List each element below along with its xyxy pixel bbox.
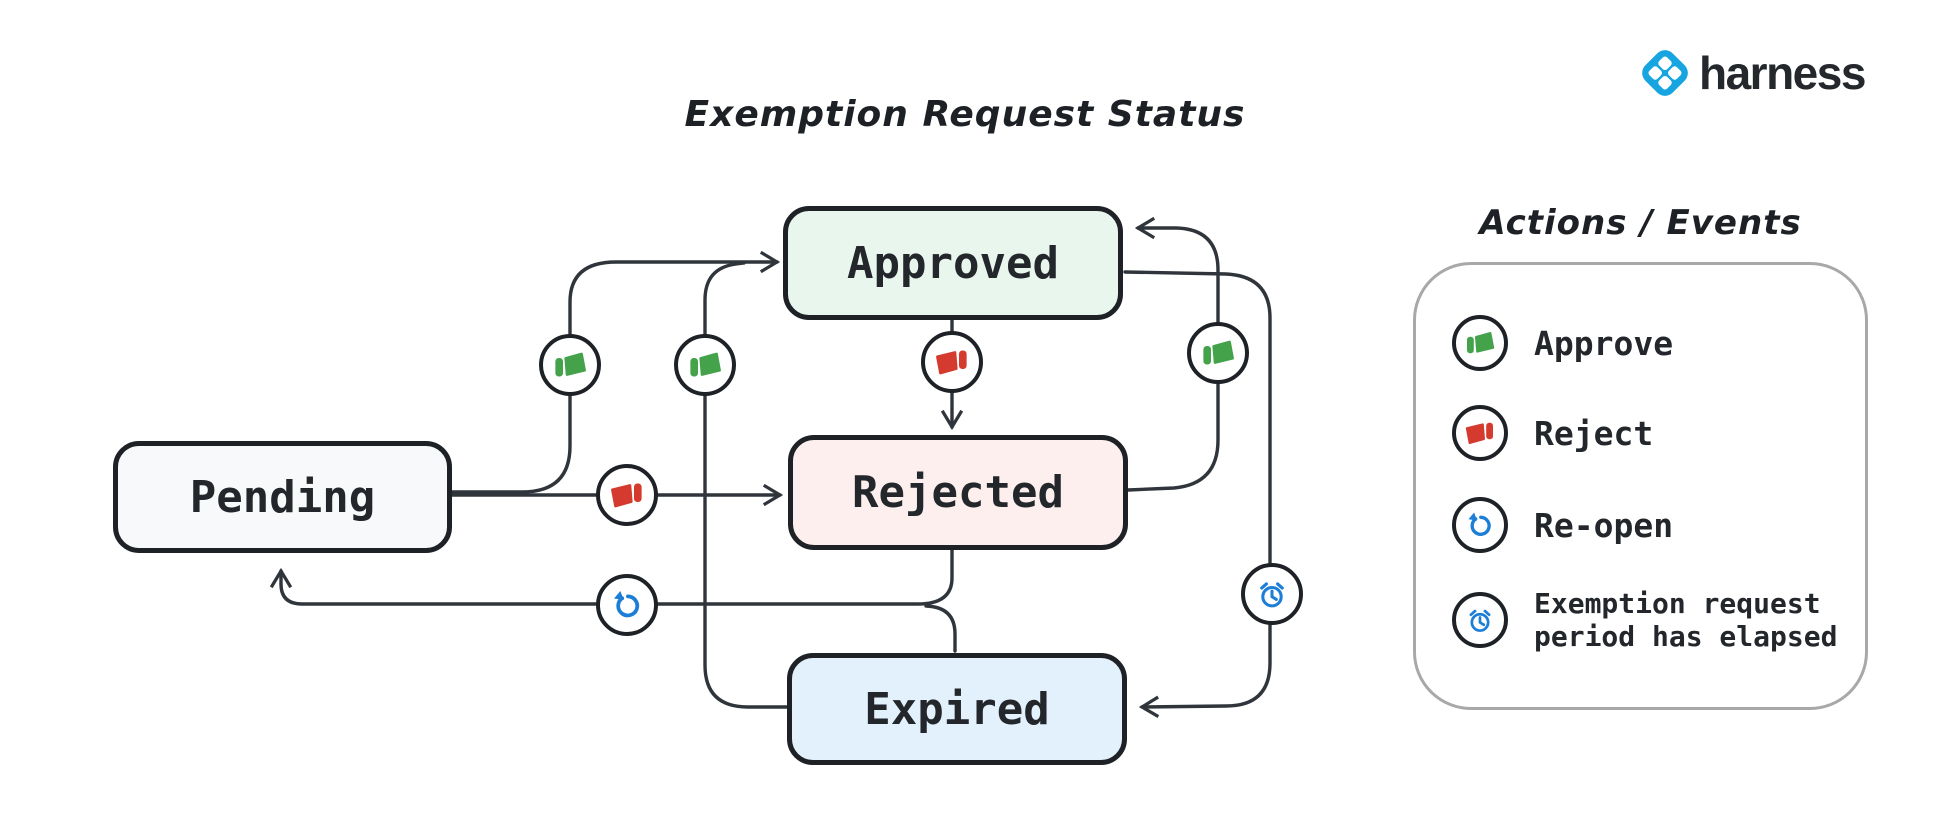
legend-icon-wrap [1452,315,1508,371]
edge-expired-approved [703,261,789,709]
state-node-rejected: Rejected [788,435,1128,550]
legend-item-label: Re-open [1534,505,1674,545]
state-node-expired: Expired [787,653,1127,765]
legend-item-reject: Reject [1452,405,1653,461]
legend-icon-wrap [1452,592,1508,648]
legend-item-label: Exemption request period has elapsed [1534,587,1838,653]
state-node-pending: Pending [113,441,452,553]
legend-item-label: Approve [1534,323,1674,363]
thumbs-down-icon [1465,422,1493,444]
edge-approved-expired [1123,270,1272,718]
state-label-expired: Expired [864,683,1050,735]
harness-logo-text: harness [1699,47,1866,99]
state-label-approved: Approved [847,237,1059,289]
alarm-clock-icon [1260,582,1284,608]
legend-panel: Approve Reject Re-open [1413,262,1868,710]
state-label-rejected: Rejected [852,467,1064,518]
thumbs-down-icon [936,350,967,375]
thumbs-up-icon [555,352,586,377]
edge-badge-reject-1 [921,331,983,393]
edge-badge-approve-1 [539,334,601,396]
state-label-pending: Pending [189,471,376,523]
undo-icon [1468,512,1491,536]
edge-badge-reopen [596,574,658,636]
edge-badge-reject-2 [596,464,658,526]
thumbs-up-icon [690,352,721,377]
edge-badge-approve-3 [1187,322,1249,384]
alarm-clock-icon [1469,609,1491,632]
legend-item-reopen: Re-open [1452,497,1673,553]
edge-badge-elapsed [1241,563,1303,625]
state-node-approved: Approved [783,206,1123,320]
harness-logo-icon [1642,50,1688,96]
legend-icon-wrap [1452,497,1508,553]
page-title: Exemption Request Status [684,94,1246,135]
thumbs-up-icon [1467,332,1495,354]
thumbs-down-icon [611,483,642,508]
legend-icon-wrap [1452,405,1508,461]
undo-icon [614,590,640,618]
harness-logo: harness [1636,44,1866,102]
edge-pending-approved [450,250,781,494]
edge-expired-reopen-stub [924,604,957,653]
legend-item-elapsed: Exemption request period has elapsed [1452,580,1850,660]
legend-item-approve: Approve [1452,315,1673,371]
edge-badge-approve-2 [674,334,736,396]
legend-title: Actions / Events [1479,203,1802,243]
legend-item-label: Reject [1534,413,1654,453]
thumbs-up-icon [1203,340,1234,365]
